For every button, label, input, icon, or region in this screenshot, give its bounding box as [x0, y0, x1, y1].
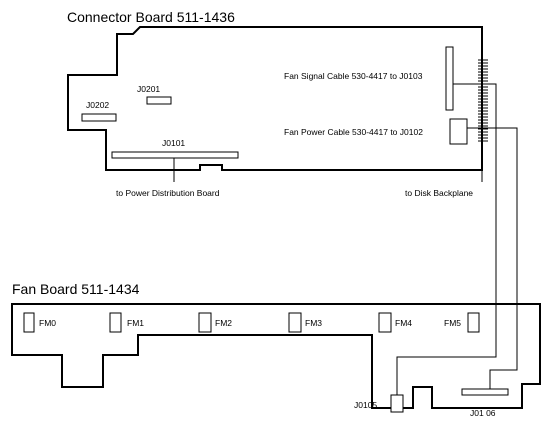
j0102-connector [449, 118, 468, 145]
j0201-label: J0201 [137, 84, 160, 94]
j0105-connector [390, 394, 404, 413]
fm1-slot [109, 312, 122, 333]
connector-board-title: Connector Board 511-1436 [67, 9, 235, 25]
fm5-label: FM5 [444, 318, 461, 328]
fm4-label: FM4 [395, 318, 412, 328]
j0101-connector [111, 151, 239, 159]
j0106-connector [461, 388, 509, 396]
connector-board-outline [67, 26, 483, 171]
j0101-label: J0101 [162, 138, 185, 148]
fan-signal-cable-label: Fan Signal Cable 530-4417 to J0103 [284, 71, 423, 81]
fan-power-cable-label: Fan Power Cable 530-4417 to J0102 [284, 127, 423, 137]
fm5-slot [467, 312, 480, 333]
j0201-connector [146, 96, 172, 105]
fan-power-cable [467, 127, 518, 389]
j0106-label: J01 06 [470, 408, 496, 418]
j0202-connector [81, 113, 117, 122]
fm0-slot [23, 312, 35, 333]
fm1-label: FM1 [127, 318, 144, 328]
fm4-slot [378, 312, 392, 333]
fan-board-outline [11, 303, 541, 409]
edge-connector-teeth [478, 59, 488, 142]
fm0-label: FM0 [39, 318, 56, 328]
fm2-slot [198, 312, 212, 333]
j0202-label: J0202 [86, 100, 109, 110]
j0103-connector [445, 46, 454, 111]
fan-signal-cable [396, 83, 497, 395]
j0105-label: J0105 [354, 400, 377, 410]
fm3-label: FM3 [305, 318, 322, 328]
fan-board-title: Fan Board 511-1434 [12, 281, 140, 297]
to-power-distribution-label: to Power Distribution Board [116, 188, 220, 198]
fm2-label: FM2 [215, 318, 232, 328]
to-disk-backplane-label: to Disk Backplane [405, 188, 473, 198]
fm3-slot [288, 312, 302, 333]
